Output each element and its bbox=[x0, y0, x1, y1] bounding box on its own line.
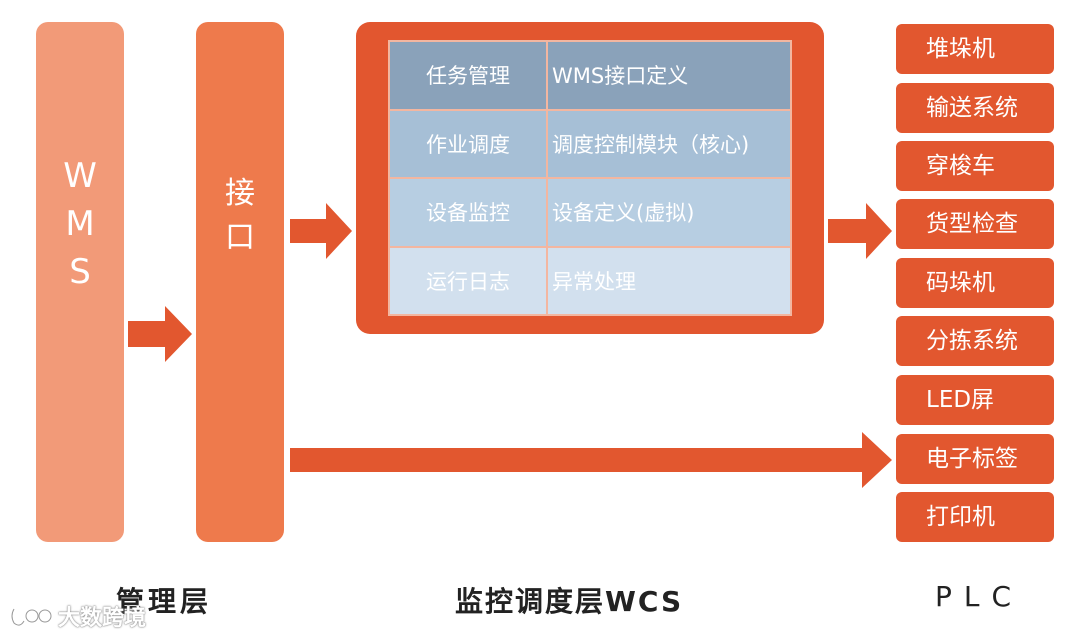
arrow-wms-to-interface bbox=[128, 306, 192, 362]
module-cell: 设备监控 bbox=[388, 177, 548, 248]
table-row: 任务管理 WMS接口定义 bbox=[388, 40, 792, 111]
plc-device-electronic-label: 电子标签 bbox=[896, 434, 1054, 484]
plc-device-palletizer: 码垛机 bbox=[896, 258, 1054, 308]
plc-device-conveyor: 输送系统 bbox=[896, 83, 1054, 133]
interface-label: 接口 bbox=[225, 176, 255, 255]
wms-block: WMS bbox=[36, 22, 124, 542]
plc-layer-label: PLC bbox=[935, 580, 1024, 613]
detail-cell: 调度控制模块（核心) bbox=[546, 108, 792, 179]
detail-cell: 异常处理 bbox=[546, 245, 792, 316]
plc-device-sorting: 分拣系统 bbox=[896, 316, 1054, 366]
wcs-layer-label: 监控调度层WCS bbox=[455, 585, 684, 618]
module-cell: 任务管理 bbox=[388, 40, 548, 111]
wcs-panel: 任务管理 WMS接口定义 作业调度 调度控制模块（核心) 设备监控 设备定义(虚… bbox=[356, 22, 824, 334]
plc-device-shape-check: 货型检查 bbox=[896, 199, 1054, 249]
watermark-text: 大数跨境 bbox=[58, 606, 147, 631]
module-cell: 作业调度 bbox=[388, 108, 548, 179]
watermark-logo-icon bbox=[10, 608, 53, 627]
detail-cell: WMS接口定义 bbox=[546, 40, 792, 111]
management-layer-label: 管理层 bbox=[116, 585, 213, 618]
plc-device-led-screen: LED屏 bbox=[896, 375, 1054, 425]
arrow-interface-to-electronic-label bbox=[290, 432, 892, 488]
plc-device-stacker: 堆垛机 bbox=[896, 24, 1054, 74]
module-cell: 运行日志 bbox=[388, 245, 548, 316]
table-row: 设备监控 设备定义(虚拟) bbox=[388, 177, 792, 248]
plc-device-shuttle: 穿梭车 bbox=[896, 141, 1054, 191]
table-row: 运行日志 异常处理 bbox=[388, 245, 792, 316]
arrow-wcs-to-plc bbox=[828, 203, 892, 259]
watermark: 大数跨境 bbox=[8, 600, 146, 632]
table-row: 作业调度 调度控制模块（核心) bbox=[388, 108, 792, 179]
interface-block: 接口 bbox=[196, 22, 284, 542]
detail-cell: 设备定义(虚拟) bbox=[546, 177, 792, 248]
wcs-module-table: 任务管理 WMS接口定义 作业调度 调度控制模块（核心) 设备监控 设备定义(虚… bbox=[388, 40, 792, 316]
arrow-interface-to-wcs bbox=[290, 203, 352, 259]
plc-device-printer: 打印机 bbox=[896, 492, 1054, 542]
wms-label: WMS bbox=[63, 156, 97, 292]
